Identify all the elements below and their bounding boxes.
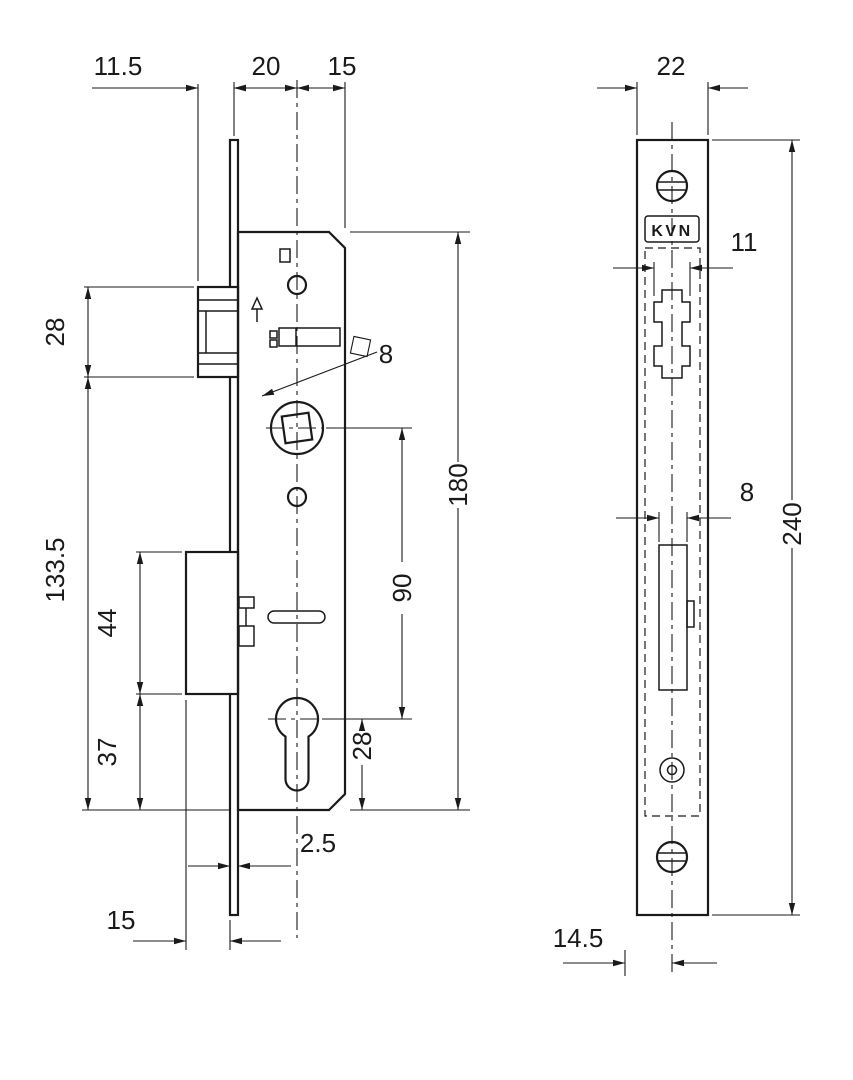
left-view-dimensions: 11.5 20 15 28 133.5 44 [40, 51, 473, 950]
case-top-details [250, 248, 341, 348]
dim-latch-cutout-width: 11 [613, 227, 758, 296]
dim-label-cylinder-to-bottom: 28 [347, 732, 377, 761]
faceplate-side [228, 138, 240, 917]
dim-latch-height: 28 [40, 286, 194, 378]
deadbolt-cutout-notch [686, 600, 695, 628]
dim-label-deadbolt-height: 44 [92, 609, 122, 638]
right-view-dimensions: 22 11 8 240 14.5 [553, 51, 807, 976]
dim-label-offset: 11.5 [94, 51, 143, 81]
dim-plate-thickness: 2.5 [188, 828, 336, 870]
case-hidden-outline [644, 247, 701, 817]
dim-label-lower-case-height: 133.5 [40, 537, 70, 602]
right-view-faceplate: KVN [635, 122, 710, 976]
dim-backset: 20 [234, 51, 297, 92]
dim-label-backset: 20 [252, 51, 281, 81]
dim-cylinder-to-bottom: 28 [347, 719, 377, 810]
dim-label-case-right: 15 [328, 51, 357, 81]
dim-spindle-square: 8 [261, 335, 393, 397]
square-symbol [349, 335, 372, 358]
dim-label-case-height: 180 [443, 463, 473, 506]
deadbolt [184, 550, 240, 696]
dim-deadbolt-height: 44 [92, 551, 182, 695]
dim-bolt-throw: 15 [107, 700, 281, 950]
dim-label-bolt-cutout-width: 8 [740, 477, 754, 507]
dim-label-latch-height: 28 [40, 318, 70, 347]
spindle-leader-line [261, 351, 378, 397]
aux-latch-detail [238, 596, 255, 647]
dim-case-right: 15 [297, 51, 356, 228]
dim-label-plate-height: 240 [777, 502, 807, 545]
brand-label: KVN [651, 223, 692, 240]
dim-offset: 11.5 [92, 51, 263, 281]
dim-centre-distance: 90 [322, 427, 417, 720]
dim-bolt-cutout-width: 8 [616, 477, 754, 542]
dim-plate-width: 22 [597, 51, 748, 135]
dim-label-bolt-throw: 15 [107, 905, 136, 935]
left-view-lock-body [184, 80, 347, 938]
dim-bottom-section: 37 [92, 694, 144, 810]
latch-cutout [653, 289, 691, 379]
spindle-square-hole [280, 411, 314, 445]
dim-label-spindle-square: 8 [379, 339, 393, 369]
dim-lower-case-height: 133.5 [40, 377, 230, 811]
dim-label-bottom-section: 37 [92, 738, 122, 767]
dim-bottom-offset: 14.5 [553, 923, 717, 976]
dim-label-centre-distance: 90 [387, 574, 417, 603]
dim-label-plate-width: 22 [657, 51, 686, 81]
dim-label-latch-cutout-width: 11 [731, 227, 758, 257]
oblong-slot [267, 610, 326, 624]
dim-label-bottom-offset: 14.5 [553, 923, 604, 953]
dim-label-plate-thickness: 2.5 [300, 828, 336, 858]
snib-lever [278, 327, 341, 347]
latch-bolt [196, 285, 240, 379]
dim-plate-height: 240 [712, 139, 807, 916]
deadbolt-cutout [658, 544, 688, 691]
lock-case-outline [236, 230, 347, 812]
dim-case-height: 180 [350, 231, 473, 811]
